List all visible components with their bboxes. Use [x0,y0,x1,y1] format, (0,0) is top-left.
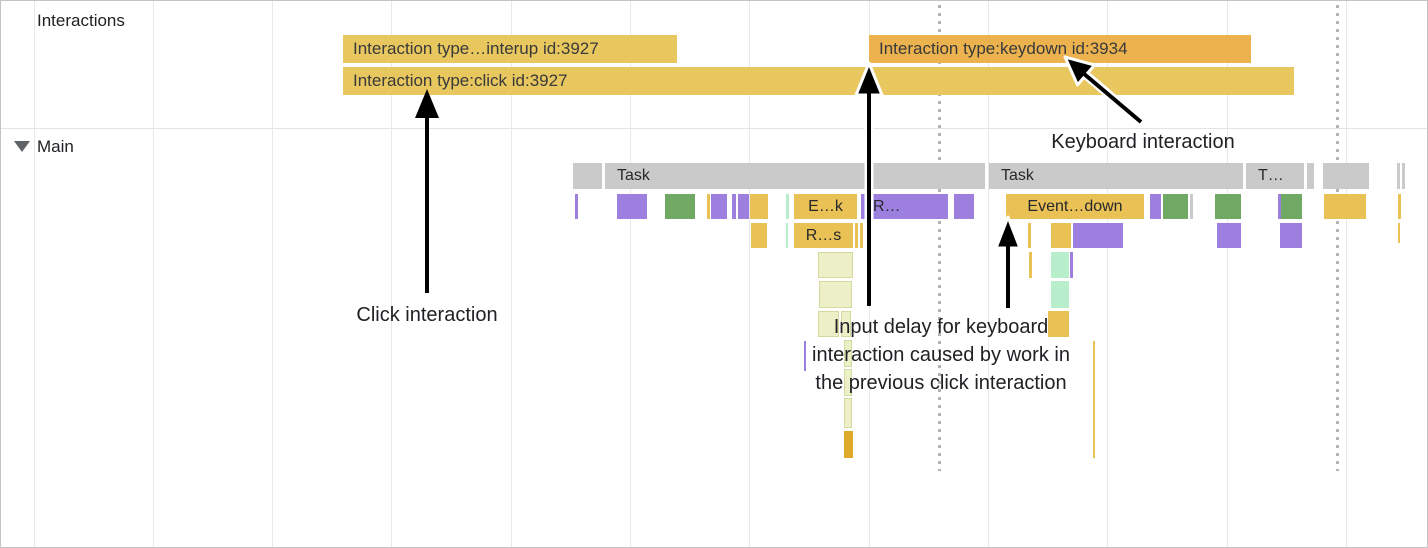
flame-bar[interactable] [732,194,736,219]
flame-bar[interactable] [1398,223,1400,243]
interaction-bar[interactable]: Interaction type:click id:3927 [343,67,1294,95]
flame-bar[interactable] [1163,194,1188,219]
task-bar[interactable]: Task [989,163,1243,189]
flame-bar[interactable] [954,194,974,219]
flame-bar[interactable] [786,194,789,219]
flame-bar[interactable] [1217,223,1241,248]
flame-bar[interactable] [1324,194,1366,219]
flame-bar[interactable] [844,369,852,396]
gridline [391,1,392,547]
flame-bar[interactable] [1093,341,1095,458]
keyboard-interaction-annotation: Keyboard interaction [1051,131,1235,153]
click-interaction-annotation: Click interaction [356,304,498,326]
flame-bar[interactable] [818,311,839,337]
flame-bar[interactable] [665,194,695,219]
gridline [34,1,35,547]
flame-bar[interactable] [855,223,858,248]
input-delay-annotation: Input delay for keyboard interaction cau… [812,313,1070,397]
flame-bar[interactable] [1051,223,1071,248]
interaction-bar[interactable]: Interaction type:keydown id:3934 [869,35,1251,63]
flame-bar[interactable] [1280,223,1302,248]
task-bar[interactable] [1190,194,1193,219]
flame-bar[interactable] [804,341,806,371]
flame-bar[interactable] [1028,223,1031,248]
flame-bar[interactable] [818,252,853,278]
flame-bar[interactable] [1051,252,1069,278]
flame-bar[interactable] [1278,194,1281,219]
task-bar[interactable] [1307,163,1314,189]
flame-bar[interactable] [707,194,710,219]
flame-bar[interactable]: E…k [794,194,857,219]
flame-bar[interactable] [1070,252,1073,278]
flame-bar[interactable] [1048,311,1069,337]
gridline [1107,1,1108,547]
flame-bar[interactable]: R… [861,194,948,219]
flame-bar[interactable] [844,431,853,458]
input-delay-line-2: interaction caused by work in [812,344,1070,366]
gridline [1346,1,1347,547]
gridline [272,1,273,547]
flame-bar[interactable] [711,194,727,219]
main-track-label: Main [37,137,74,156]
flame-bar[interactable] [860,223,863,248]
flame-bar[interactable] [575,194,578,219]
flame-bar[interactable] [750,194,768,219]
flame-bar[interactable] [617,194,647,219]
task-bar[interactable] [1402,163,1405,189]
gridline [749,1,750,547]
flame-bar[interactable] [786,223,788,248]
gridline [1227,1,1228,547]
task-bar[interactable]: T… [1246,163,1304,189]
task-bar[interactable] [1323,163,1369,189]
flame-bar[interactable] [1398,194,1401,219]
task-bar[interactable]: Task [605,163,985,189]
task-bar[interactable] [1397,163,1400,189]
flame-bar[interactable] [751,223,767,248]
flame-bar[interactable] [1029,252,1032,278]
input-delay-line-3: the previous click interaction [815,372,1067,394]
flame-bar[interactable] [1051,281,1069,308]
flame-bar[interactable] [1150,194,1161,219]
marker-line [938,5,941,471]
click-interaction-arrow [415,89,439,293]
gridline [988,1,989,547]
gridline [511,1,512,547]
task-bar[interactable] [573,163,602,189]
flame-bar[interactable]: R…s [794,223,853,248]
interaction-bar[interactable]: Interaction type…interup id:3927 [343,35,677,63]
input-delay-line-1: Input delay for keyboard [833,316,1049,338]
flame-bar[interactable] [1073,223,1123,248]
input-delay-short-arrow [994,215,1022,308]
flame-bar[interactable]: Event…down [1006,194,1144,219]
gridline [630,1,631,547]
interactions-track-label: Interactions [37,11,125,30]
track-divider [1,128,1427,129]
gridline [153,1,154,547]
flame-bar[interactable] [1281,194,1302,219]
flame-bar[interactable] [844,340,852,367]
flame-bar[interactable] [841,311,851,337]
marker-line [1336,5,1339,471]
flame-bar[interactable] [844,398,852,428]
flame-bar[interactable] [738,194,749,219]
main-track-expander-icon[interactable] [14,141,30,152]
flame-bar[interactable] [1215,194,1241,219]
flame-bar[interactable] [819,281,852,308]
